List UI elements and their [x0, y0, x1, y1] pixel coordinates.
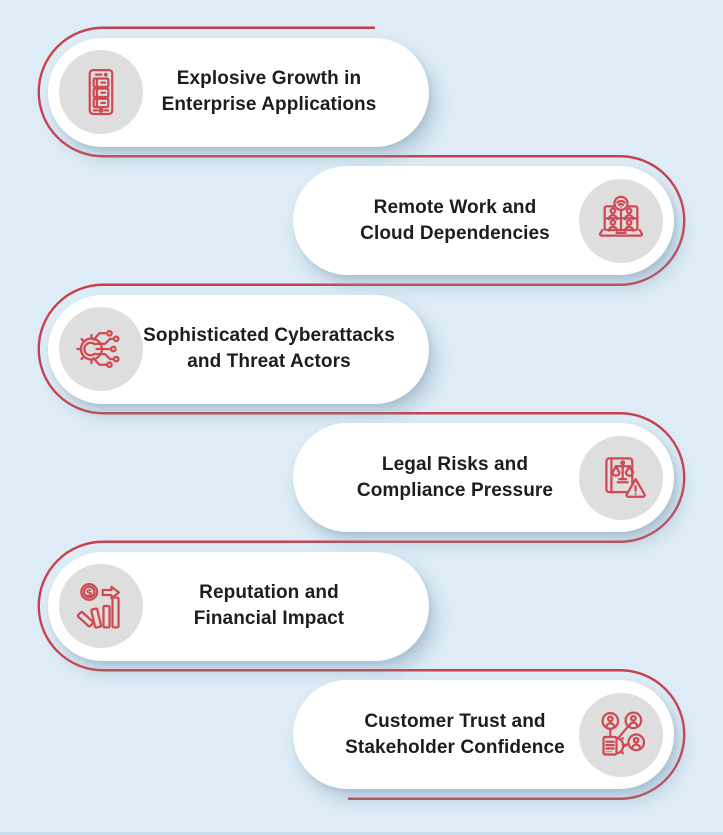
- card-text-line1: Legal Risks and: [381, 453, 529, 475]
- challenge-card-2: Remote Work and Cloud Dependencies: [293, 166, 674, 275]
- svg-text:$: $: [85, 586, 92, 599]
- card-text-line2: Compliance Pressure: [356, 479, 554, 501]
- card-text: Remote Work and Cloud Dependencies: [310, 195, 600, 247]
- icon-circle: [59, 50, 143, 134]
- trust-network-icon: [594, 708, 648, 762]
- card-text-line1: Customer Trust and: [364, 710, 546, 732]
- card-text-line2: Financial Impact: [193, 608, 345, 629]
- icon-circle: [579, 435, 663, 520]
- enterprise-apps-icon: [74, 65, 128, 119]
- icon-circle: [59, 307, 143, 391]
- remote-work-cloud-icon: [594, 194, 648, 248]
- card-text-line1: Reputation and: [199, 582, 339, 603]
- bottom-edge-strip: [0, 832, 723, 835]
- challenge-card-1: Explosive Growth in Enterprise Applicati…: [48, 37, 429, 147]
- card-text-line2: and Threat Actors: [187, 351, 351, 372]
- card-text: Legal Risks and Compliance Pressure: [310, 452, 600, 504]
- card-text-line2: Stakeholder Confidence: [345, 736, 565, 758]
- icon-circle: [579, 178, 663, 263]
- card-text: Sophisticated Cyberattacks and Threat Ac…: [124, 323, 414, 375]
- card-text: Reputation and Financial Impact: [124, 580, 414, 632]
- challenge-card-3: Sophisticated Cyberattacks and Threat Ac…: [48, 294, 429, 404]
- challenge-card-5: $ Reputation and Financial Impact: [48, 551, 429, 661]
- card-text-line2: Enterprise Applications: [161, 94, 377, 115]
- serpentine-path: [37, 26, 686, 800]
- challenge-card-6: Customer Trust and Stakeholder Confidenc…: [293, 680, 674, 789]
- card-text-line1: Remote Work and: [373, 196, 537, 218]
- card-text-line1: Sophisticated Cyberattacks: [143, 325, 395, 346]
- cyberattack-gear-icon: [74, 322, 128, 376]
- challenge-card-4: Legal Risks and Compliance Pressure: [293, 423, 674, 532]
- card-text-line2: Cloud Dependencies: [360, 222, 550, 244]
- icon-circle: [579, 692, 663, 777]
- card-text: Customer Trust and Stakeholder Confidenc…: [310, 709, 600, 761]
- card-text-line1: Explosive Growth in: [176, 68, 362, 89]
- financial-impact-icon: $: [74, 579, 128, 633]
- icon-circle: $: [59, 564, 143, 648]
- card-text: Explosive Growth in Enterprise Applicati…: [124, 66, 414, 118]
- legal-compliance-icon: [594, 451, 648, 505]
